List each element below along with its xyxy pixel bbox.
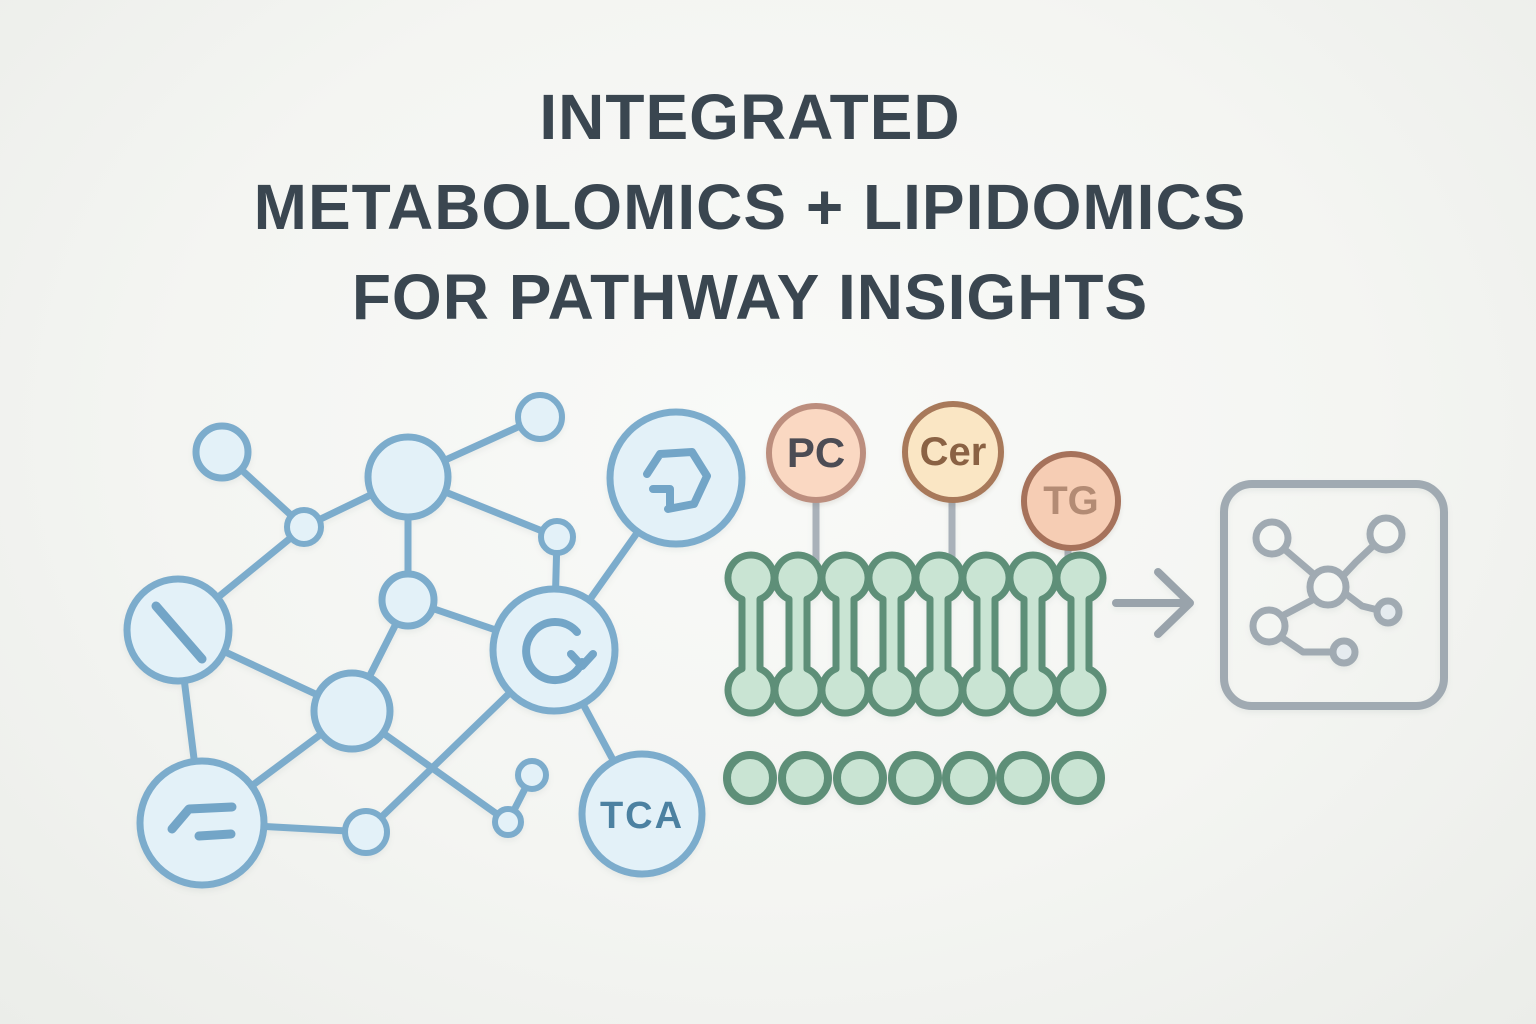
title-line-3: FOR PATHWAY INSIGHTS (351, 261, 1149, 333)
metabolic-network: TCA (123, 392, 746, 889)
network-node (492, 806, 524, 838)
network-node (515, 392, 565, 442)
gauge-needle-icon (151, 601, 207, 664)
network-node (310, 669, 394, 753)
phospholipid (724, 551, 778, 717)
pathway-box-frame (1220, 480, 1448, 710)
network-node (284, 507, 324, 547)
lipid-tail-circles (723, 751, 1105, 805)
arrow-right-icon (1112, 568, 1194, 638)
lipid-label-pc: PC (766, 403, 866, 503)
network-node (192, 422, 252, 482)
lipid-label-tg: TG (1021, 451, 1121, 551)
network-node (342, 808, 390, 856)
network-node (515, 758, 549, 792)
network-node (364, 433, 452, 521)
phospholipid (1053, 551, 1107, 717)
lipid-tail-circle (778, 751, 832, 805)
pathway-box (1220, 480, 1448, 710)
phospholipid (959, 551, 1013, 717)
lipid-tail-circle (996, 751, 1050, 805)
title-line-1: INTEGRATED (539, 81, 961, 153)
lipid-label-cer: Cer (902, 401, 1004, 503)
angle-lines-icon (167, 802, 237, 841)
network-node-cycle (489, 585, 619, 715)
phospholipid (1006, 551, 1060, 717)
network-node (538, 518, 576, 556)
phospholipid (818, 551, 872, 717)
network-nodes (123, 392, 746, 889)
tca-label: TCA (600, 795, 684, 837)
phospholipid (771, 551, 825, 717)
hexagon-ring-icon (643, 448, 711, 513)
lipid-tail-circle (888, 751, 942, 805)
page-title: INTEGRATED METABOLOMICS + LIPIDOMICS FOR… (0, 72, 1500, 342)
cycle-arrow-icon (522, 618, 597, 685)
network-node-tca (578, 750, 706, 878)
network-node-angle (136, 757, 268, 889)
network-graph-icon (1249, 514, 1406, 667)
lipid-tail-circle (723, 751, 777, 805)
lipid-tail-circle (1051, 751, 1105, 805)
title-line-2: METABOLOMICS + LIPIDOMICS (253, 171, 1247, 243)
lipid-tail-circle (942, 751, 996, 805)
lipid-tail-circle (833, 751, 887, 805)
network-node (378, 570, 438, 630)
phospholipid (865, 551, 919, 717)
network-node-hexagon (606, 408, 746, 548)
lipid-bilayer (723, 497, 1107, 805)
phospholipids (724, 551, 1107, 717)
network-node-icons (151, 448, 711, 841)
phospholipid (912, 551, 966, 717)
